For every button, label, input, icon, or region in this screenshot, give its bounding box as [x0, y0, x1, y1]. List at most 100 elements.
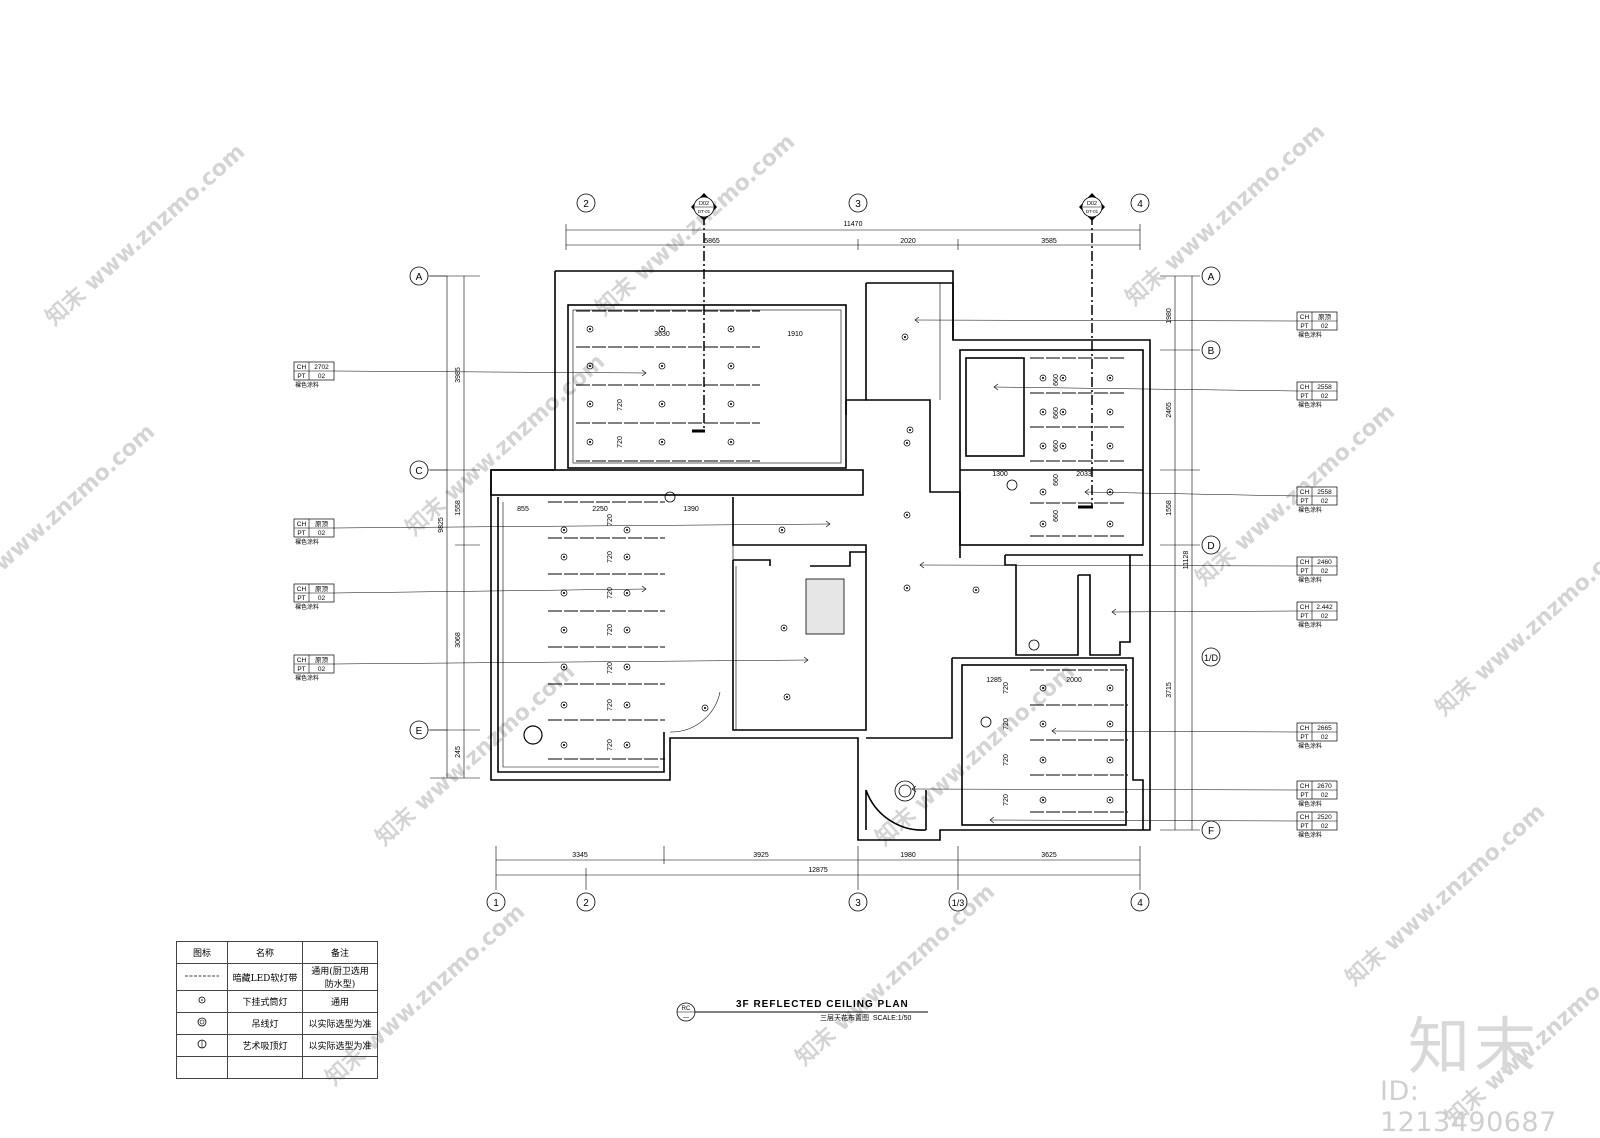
dim-right-seg: 2465 — [1166, 402, 1173, 418]
dim-inner: 1910 — [787, 331, 803, 338]
svg-text:3: 3 — [855, 898, 861, 909]
tag-pt-label: PT — [297, 595, 305, 602]
downlight-dot — [1108, 522, 1112, 526]
downlight — [1106, 374, 1114, 382]
downlight — [901, 333, 909, 341]
downlight — [1106, 720, 1114, 728]
walls — [490, 270, 1151, 841]
dim-top-seg: 2020 — [900, 238, 916, 245]
downlight — [903, 584, 911, 592]
dim-bottom-seg: 3625 — [1041, 852, 1057, 859]
tag-note: 裸色涂料 — [1298, 742, 1322, 750]
downlight — [623, 663, 631, 671]
grid-bubble-bottom: 2 — [576, 892, 596, 912]
dim-top-seg: 3585 — [1041, 238, 1057, 245]
legend-header: 图标 — [176, 941, 228, 964]
downlight-dot — [729, 364, 733, 368]
downlight — [1039, 408, 1047, 416]
dim-left-seg: 1558 — [455, 500, 462, 516]
downlight — [560, 741, 568, 749]
tag-pt-label: PT — [1300, 734, 1308, 741]
downlight-dot — [903, 335, 907, 339]
dim-top-seg: 5865 — [704, 238, 720, 245]
tag-pt-label: PT — [297, 530, 305, 537]
watermark-text: 知末 www.znzmo.com — [0, 419, 160, 611]
downlight — [1106, 796, 1114, 804]
svg-text:D: D — [1207, 541, 1214, 552]
tag-ch-value: 2558 — [1317, 384, 1332, 391]
spacing-label: 720 — [607, 739, 614, 751]
tag-ch-label: CH — [1300, 725, 1310, 732]
tag-pt-label: PT — [1300, 792, 1308, 799]
downlight-dot — [1041, 444, 1045, 448]
grid-bubble-bottom: 1/3 — [948, 892, 968, 912]
section-code: D02 — [1087, 201, 1097, 207]
tag-ch-label: CH — [297, 364, 307, 371]
tag-pt-value: 02 — [1321, 613, 1329, 620]
downlight — [623, 589, 631, 597]
downlight — [701, 704, 709, 712]
tag-ch-label: CH — [1300, 814, 1310, 821]
downlight — [658, 362, 666, 370]
drawing-scale: SCALE:1/50 — [872, 1015, 912, 1022]
downlight — [1039, 720, 1047, 728]
downlight — [1039, 520, 1047, 528]
tag-pt-value: 02 — [318, 595, 326, 602]
downlight-dot — [1061, 410, 1065, 414]
downlight-dot — [729, 402, 733, 406]
svg-text:F: F — [1208, 826, 1214, 837]
tag-pt-value: 02 — [318, 530, 326, 537]
tag-ch-label: CH — [297, 521, 307, 528]
downlight — [1039, 442, 1047, 450]
tag-pt-value: 02 — [1321, 734, 1329, 741]
tag-ch-value: 2702 — [314, 364, 329, 371]
tag-ch-value: 原顶 — [315, 520, 329, 528]
dim-left-seg: 3068 — [455, 632, 462, 648]
downlight-dot — [588, 327, 592, 331]
grid-bubble-left: C — [409, 460, 447, 480]
top-dimension-chain — [565, 224, 1141, 250]
tag-pt-label: PT — [1300, 393, 1308, 400]
dim-left-total: 9825 — [438, 517, 445, 533]
downlight-dot — [625, 555, 629, 559]
legend-row — [176, 1056, 378, 1079]
svg-text:A: A — [1208, 272, 1215, 283]
grid-bubble-bottom: 1 — [486, 892, 506, 912]
downlight-dot — [729, 327, 733, 331]
downlight — [658, 325, 666, 333]
downlight — [1059, 374, 1067, 382]
legend-row: 下挂式筒灯 通用 — [176, 990, 378, 1013]
downlight-dot — [588, 364, 592, 368]
downlight-icon — [176, 990, 228, 1013]
tag-pt-label: PT — [297, 373, 305, 380]
legend-note: 以实际选型为准 — [302, 1034, 378, 1057]
tag-pt-value: 02 — [1321, 393, 1329, 400]
image-id-watermark: ID: 1213490687 — [1380, 1076, 1557, 1138]
spacing-label: 720 — [617, 399, 624, 411]
section-marker-2: D02 DT-01 — [1079, 193, 1105, 221]
downlight — [658, 400, 666, 408]
spacing-labels: 7207207207207207207207207206606606606606… — [607, 374, 1060, 806]
spacing-label: 720 — [1003, 718, 1010, 730]
downlight-dot — [625, 703, 629, 707]
downlight-dot — [562, 665, 566, 669]
legend-header: 备注 — [302, 941, 378, 964]
downlight — [658, 438, 666, 446]
downlight-dot — [625, 743, 629, 747]
dim-top-total: 11470 — [844, 221, 863, 228]
dim-inner: 2033 — [1076, 471, 1092, 478]
downlight-dot — [1041, 758, 1045, 762]
downlight-dot — [1061, 376, 1065, 380]
drawing-title-symbol: RC — — [676, 1002, 928, 1022]
svg-text:1: 1 — [493, 898, 499, 909]
section-code: D02 — [699, 201, 709, 207]
watermark-text: 知末 www.znzmo.com — [41, 139, 250, 331]
watermark-text: 知末 www.znzmo.com — [871, 659, 1080, 851]
tag-note: 裸色涂料 — [295, 674, 319, 682]
downlight-dot — [562, 703, 566, 707]
legend-note: 以实际选型为准 — [302, 1012, 378, 1035]
downlight-dot — [1041, 798, 1045, 802]
svg-text:2: 2 — [583, 199, 589, 210]
